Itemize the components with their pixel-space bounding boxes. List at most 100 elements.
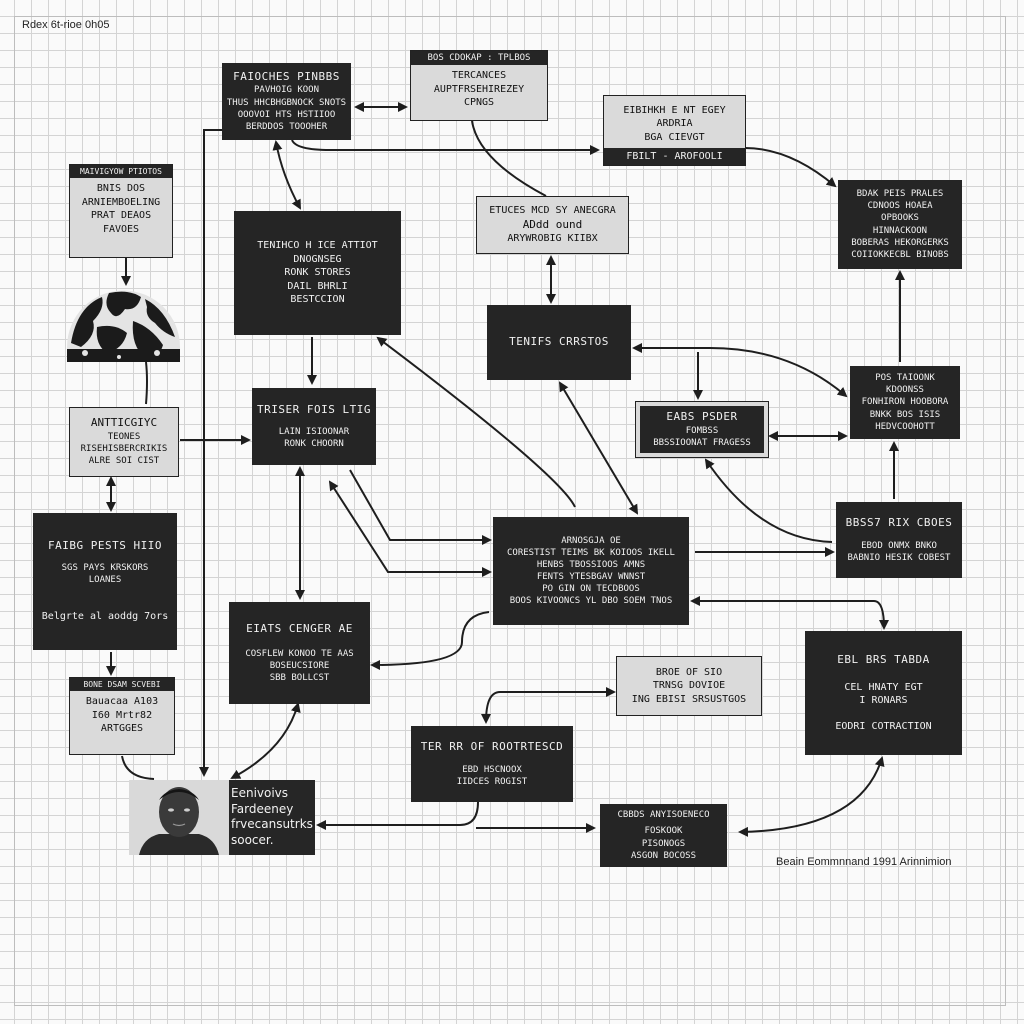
node-box: FAIOCHES PINBBS PAVHOIG KOON THUS HHCBHG…: [222, 63, 351, 140]
node-line: KDOONSS: [886, 385, 924, 396]
node-line: ARNIEMBOELING: [81, 196, 161, 208]
node-line: Bauacaa A103: [85, 696, 159, 707]
node-box: MAIVIGYOW PTIOTOS BNIS DOS ARNIEMBOELING…: [69, 164, 173, 258]
node-line: ANTTICGIYC: [90, 416, 158, 430]
globe-image: [67, 290, 180, 362]
node-box: BROE OF SIO TRNSG DOVIOE ING EBISI SRSUS…: [616, 656, 762, 716]
node-line: CORESTIST TEIMS BK KOIOOS IKELL: [507, 547, 675, 558]
node-box: TRISER FOIS LTIG LAIN ISIOONAR RONK CHOO…: [252, 388, 376, 465]
node-line: I RONARS: [859, 695, 908, 707]
node-line: Fardeeney: [231, 801, 294, 816]
portrait-node: Eenivoivs Fardeeney frvecansutrks soocer…: [129, 780, 315, 855]
diagram-frame: [14, 16, 1006, 1006]
node-box: BDAK PEIS PRALES CDNOOS HOAEA OPBOOKS HI…: [838, 180, 962, 269]
node-footer: FBILT - AROFOOLI: [604, 148, 745, 165]
node-line: POS TAIOONK: [875, 373, 935, 384]
node-box: POS TAIOONK KDOONSS FONHIRON HOOBORA BNK…: [850, 366, 960, 439]
node-line: CBBDS ANYISOENECO: [617, 810, 710, 821]
node-line: soocer.: [231, 832, 274, 847]
node-line: ARDRIA: [656, 118, 693, 129]
node-line: BABNIO HESIK COBEST: [847, 553, 951, 564]
node-line: SBB BOLLCST: [269, 673, 330, 684]
node-line: OOOVOI HTS HSTIIOO: [237, 109, 336, 120]
node-line: HENBS TBOSSIOOS AMNS: [536, 559, 646, 570]
node-line: BDAK PEIS PRALES: [856, 189, 944, 200]
node-title: TER RR OF ROOTRTESCD: [420, 739, 564, 753]
node-line: RISEHISBERCRIKIS: [80, 444, 168, 455]
node-line: FAVOES: [102, 223, 140, 235]
node-line: BESTCCION: [290, 294, 345, 306]
node-title: TENIFS CRRSTOS: [509, 335, 609, 349]
node-title: TRISER FOIS LTIG: [257, 403, 371, 417]
node-line: frvecansutrks: [231, 817, 313, 832]
node-line: CPNGS: [463, 97, 495, 108]
node-line: FENTS YTESBGAV WNNST: [536, 572, 646, 582]
node-line: COSFLEW KONOO TE AAS: [245, 648, 354, 659]
node-line: TENIHCO H ICE ATTIOT: [257, 240, 378, 252]
node-line: PAVHOIG KOON: [253, 85, 320, 96]
node-line: FOSKOOK: [644, 826, 683, 837]
node-line: FONHIRON HOOBORA: [861, 397, 949, 408]
node-line: BOOS KIVOONCS YL DBO SOEM TNOS: [509, 596, 673, 607]
node-line: AUPTFRSEHIREZEY: [433, 83, 525, 95]
node-box: EIBIHKH E NT EGEY ARDRIA BGA CIEVGT FBIL…: [603, 95, 746, 166]
node-line: ETUCES MCD SY ANECGRA: [489, 205, 616, 217]
node-line: ARYWROBIG KIIBX: [507, 233, 598, 245]
node-header: BONE DSAM SCVEBI: [70, 678, 174, 691]
node-line: RONK CHOORN: [284, 438, 344, 449]
portrait-image: [129, 780, 229, 855]
node-line: BBSSIOONAT FRAGESS: [653, 437, 751, 448]
node-line: TEONES: [107, 432, 141, 443]
node-line: TRNSG DOVIOE: [652, 680, 726, 692]
node-line: BERDDOS TOOOHER: [245, 121, 328, 132]
node-line: BOBERAS HEKORGERKS: [851, 237, 949, 248]
node-line: Eenivoivs: [231, 786, 289, 800]
diagram-header: Rdex 6t-rioe 0h05: [22, 19, 110, 31]
node-line: ARNOSGJA OE: [561, 535, 621, 546]
node-title: FAIOCHES PINBBS: [233, 70, 340, 84]
node-line: IIDCES ROGIST: [456, 777, 528, 788]
node-box: EABS PSDER FOMBSS BBSSIOONAT FRAGESS: [635, 401, 769, 458]
node-line: HINNACKOON: [872, 225, 928, 236]
node-line: RONK STORES: [284, 267, 351, 279]
node-line: BROE OF SIO: [655, 666, 723, 678]
node-box: FAIBG PESTS HIIO SGS PAYS KRSKORS LOANES…: [33, 513, 177, 650]
diagram-caption: Beain Eommnnand 1991 Arinnimion: [776, 856, 952, 868]
node-line: TERCANCES: [451, 70, 507, 81]
node-box: ANTTICGIYC TEONES RISEHISBERCRIKIS ALRE …: [69, 407, 179, 477]
node-title: BBSS7 RIX CBOES: [845, 515, 953, 529]
node-line: BOSEUCSIORE: [269, 661, 330, 672]
node-line: BNIS DOS: [96, 183, 146, 194]
node-line: BGA CIEVGT: [644, 131, 705, 143]
node-line: EODRI COTRACTION: [835, 720, 932, 732]
node-box: TENIFS CRRSTOS: [487, 305, 631, 380]
node-line: OPBOOKS: [881, 213, 919, 224]
node-box: EBL BRS TABDA CEL HNATY EGT I RONARS EOD…: [805, 631, 962, 755]
node-line: ADdd ound: [522, 217, 583, 231]
node-box: CBBDS ANYISOENECO FOSKOOK PISONOGS ASGON…: [600, 804, 727, 867]
node-line: EIBIHKH E NT EGEY: [623, 104, 726, 116]
node-line: EBD HSCNOOX: [462, 765, 522, 775]
node-header: BOS CDOKAP : TPLBOS: [411, 51, 547, 65]
node-line: LOANES: [88, 574, 122, 585]
node-title: EIATS CENGER AE: [246, 621, 353, 635]
node-box: ETUCES MCD SY ANECGRA ADdd ound ARYWROBI…: [476, 196, 629, 254]
node-line: SGS PAYS KRSKORS: [61, 562, 149, 573]
node-line: EBOD ONMX BNKO: [861, 541, 937, 551]
node-title: FAIBG PESTS HIIO: [48, 539, 162, 553]
node-line: PRAT DEAOS: [90, 210, 152, 221]
node-line: Belgrte al aoddg 7ors: [41, 611, 169, 623]
node-line: LAIN ISIOONAR: [278, 426, 350, 437]
node-line: COIIOKKECBL BINOBS: [851, 249, 949, 260]
node-line: PISONOGS: [641, 838, 686, 849]
node-box: TENIHCO H ICE ATTIOT DNOGNSEG RONK STORE…: [234, 211, 401, 335]
node-line: ING EBISI SRSUSTGOS: [631, 693, 747, 705]
node-header: MAIVIGYOW PTIOTOS: [70, 165, 172, 178]
node-line: HEDVCOOHOTT: [875, 421, 935, 432]
node-line: CDNOOS HOAEA: [867, 201, 933, 212]
node-box: ARNOSGJA OE CORESTIST TEIMS BK KOIOOS IK…: [493, 517, 689, 625]
node-box: BONE DSAM SCVEBI Bauacaa A103 I60 Mrtr82…: [69, 677, 175, 755]
node-box: BOS CDOKAP : TPLBOS TERCANCES AUPTFRSEHI…: [410, 50, 548, 121]
node-line: PO GIN ON TECDBOOS: [542, 584, 640, 595]
node-line: ALRE SOI CIST: [88, 456, 160, 467]
